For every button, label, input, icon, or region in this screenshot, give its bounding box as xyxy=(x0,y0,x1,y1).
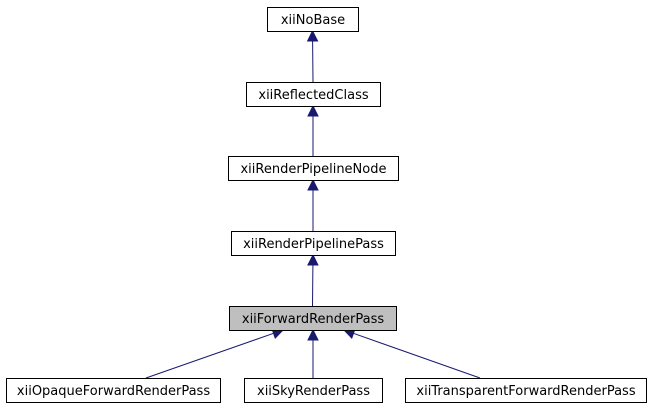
class-node-box xyxy=(228,156,399,181)
class-node-render-pipeline-node[interactable]: xiiRenderPipelineNode xyxy=(228,156,399,181)
class-node-label: xiiOpaqueForwardRenderPass xyxy=(17,384,210,399)
edge-line xyxy=(145,332,274,379)
class-node-box xyxy=(6,378,221,403)
arrowhead-icon xyxy=(307,178,319,191)
edge-forward-render-pass-to-render-pipeline-pass xyxy=(307,253,319,307)
arrowhead-icon xyxy=(306,29,319,42)
class-node-label: xiiForwardRenderPass xyxy=(242,312,384,327)
class-node-reflected-class[interactable]: xiiReflectedClass xyxy=(246,82,381,107)
class-node-box xyxy=(244,378,383,403)
class-node-label: xiiTransparentForwardRenderPass xyxy=(416,384,635,399)
arrowhead-icon xyxy=(307,328,319,341)
class-node-label: xiiNoBase xyxy=(281,13,345,28)
edge-opaque-forward-render-pass-to-forward-render-pass xyxy=(145,327,285,379)
class-node-box xyxy=(405,378,647,403)
class-node-box xyxy=(231,231,396,256)
class-node-box xyxy=(229,306,397,331)
edge-sky-render-pass-to-forward-render-pass xyxy=(307,328,319,378)
edge-transparent-forward-render-pass-to-forward-render-pass xyxy=(342,328,481,379)
class-node-forward-render-pass[interactable]: xiiForwardRenderPass xyxy=(229,306,397,331)
class-node-box xyxy=(246,82,381,107)
edge-reflected-class-to-no-base xyxy=(306,29,319,83)
class-node-sky-render-pass[interactable]: xiiSkyRenderPass xyxy=(244,378,383,403)
nodes-layer: xiiNoBase xiiReflectedClass xiiRenderPipel… xyxy=(6,7,647,403)
edge-line xyxy=(353,332,481,379)
class-node-box xyxy=(267,7,359,32)
class-node-no-base[interactable]: xiiNoBase xyxy=(267,7,359,32)
class-node-label: xiiRenderPipelineNode xyxy=(240,162,386,177)
arrowhead-icon xyxy=(307,104,319,117)
edge-render-pipeline-node-to-reflected-class xyxy=(307,104,319,156)
arrowhead-icon xyxy=(307,253,319,266)
edge-render-pipeline-pass-to-render-pipeline-node xyxy=(307,178,319,231)
class-node-label: xiiReflectedClass xyxy=(258,88,368,103)
class-node-label: xiiSkyRenderPass xyxy=(257,384,370,399)
class-node-label: xiiRenderPipelinePass xyxy=(243,237,384,252)
class-node-transparent-forward-render-pass[interactable]: xiiTransparentForwardRenderPass xyxy=(405,378,647,403)
class-node-opaque-forward-render-pass[interactable]: xiiOpaqueForwardRenderPass xyxy=(6,378,221,403)
class-node-render-pipeline-pass[interactable]: xiiRenderPipelinePass xyxy=(231,231,396,256)
